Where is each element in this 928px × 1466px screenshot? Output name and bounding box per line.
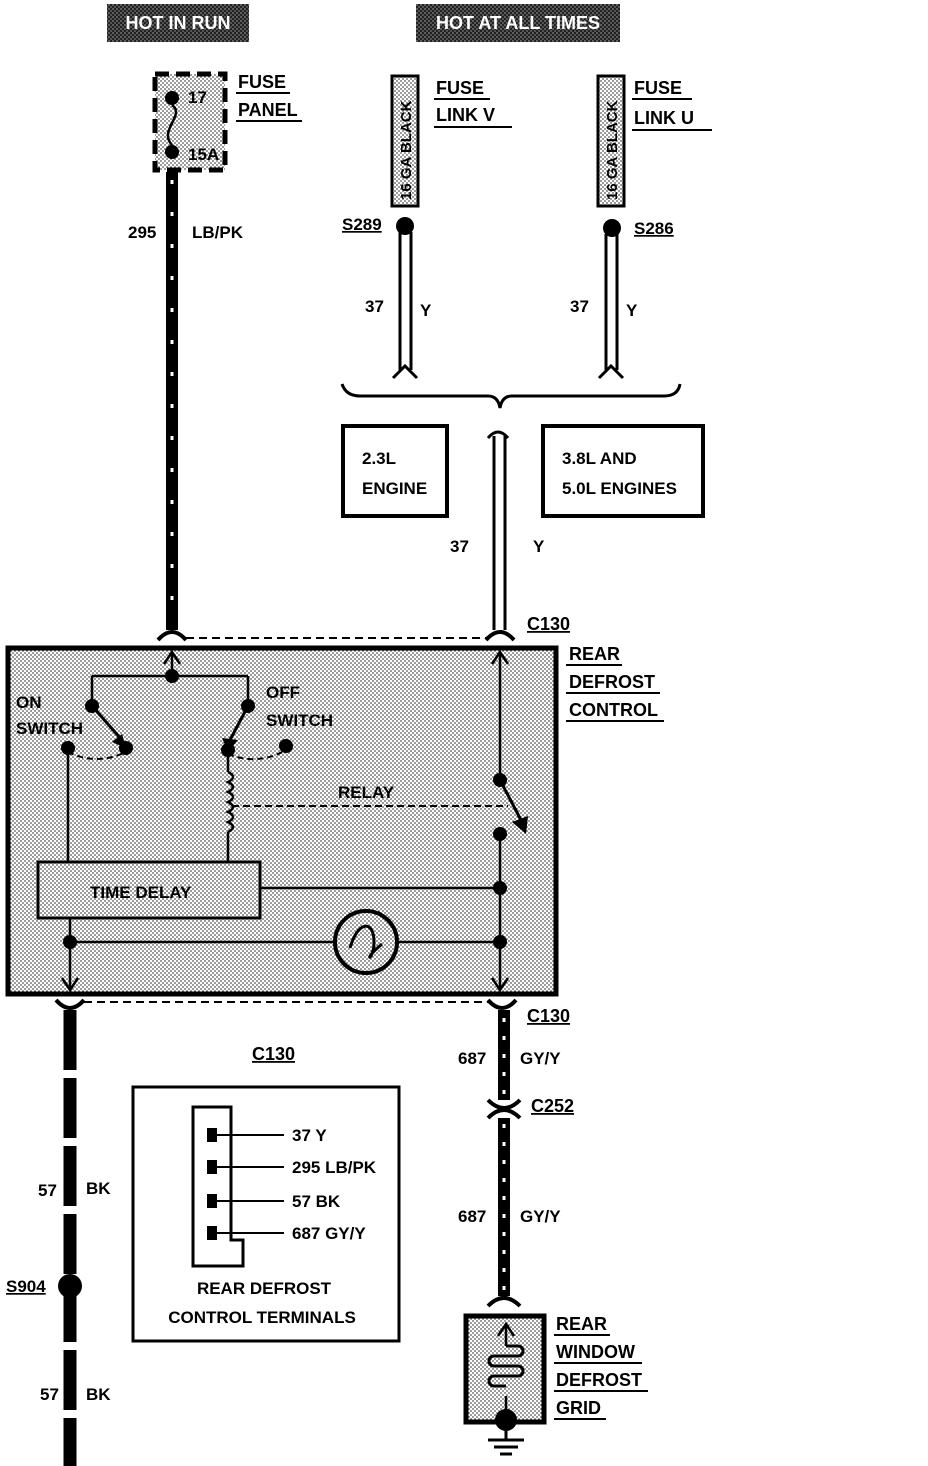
fuse-link-u-label-2: LINK U [634,108,694,128]
grid-label-1: REAR [556,1314,607,1334]
c130-terminals-inset: C130 37 Y 295 LB/PK 57 BK 687 GY/Y REAR … [131,1044,401,1343]
wire-57-lower-circuit: 57 [40,1385,59,1404]
wire-295: 295 LB/PK [128,172,244,630]
terminals-title: C130 [252,1044,295,1064]
hot-in-run-label: HOT IN RUN [126,13,231,33]
splice-s286-label: S286 [634,219,674,238]
rear-defrost-control: REAR DEFROST CONTROL ON SWITCH [5,644,664,997]
wire-37-main: 37 Y [450,430,545,630]
fuse-panel-label-2: PANEL [238,100,298,120]
engine-brace [340,383,682,409]
terminal-item: 37 Y [292,1126,327,1145]
wire-37-right-circuit: 37 [570,297,589,316]
relay-coil: RELAY [225,750,508,862]
wire-687: 687 GY/Y C252 687 GY/Y [458,1010,574,1308]
c130-top-label: C130 [527,614,570,634]
fuse-link-u-gauge: 16 GA BLACK [604,100,621,200]
wire-37-main-circuit: 37 [450,537,469,556]
engine-left-line1: 2.3L [362,449,396,468]
fuse-link-v-gauge: 16 GA BLACK [398,100,415,200]
on-switch-label-2: SWITCH [16,719,83,738]
indicator-lamp-icon [333,909,399,975]
fuse-element-icon [166,103,178,146]
fuse-link-u: 16 GA BLACK FUSE LINK U S286 37 Y [570,74,712,380]
grid-label-4: GRID [556,1398,601,1418]
engine-box-right: 3.8L AND 5.0L ENGINES [541,424,705,518]
engine-right-line2: 5.0L ENGINES [562,479,677,498]
wire-687-lower-color: GY/Y [520,1207,561,1226]
wire-37-left-circuit: 37 [365,297,384,316]
wire-687-upper-color: GY/Y [520,1049,561,1068]
wire-37-left-color: Y [420,301,432,320]
c130-bottom-label: C130 [527,1006,570,1026]
connector-c130-top: C130 [156,614,570,642]
time-delay-label: TIME DELAY [90,883,192,902]
wire-295-color: LB/PK [192,223,244,242]
wire-295-circuit: 295 [128,223,156,242]
on-switch-label-1: ON [16,693,42,712]
off-switch: OFF SWITCH [221,683,333,761]
splice-s904-label: S904 [6,1277,46,1296]
off-switch-label-2: SWITCH [266,711,333,730]
splice-s289-label: S289 [342,215,382,234]
terminals-caption-1: REAR DEFROST [197,1279,332,1298]
terminal-item: 687 GY/Y [292,1224,366,1243]
splice-s289 [396,217,414,235]
on-switch: ON SWITCH [16,693,133,760]
fuse-link-u-label-1: FUSE [634,78,682,98]
terminal-item: 295 LB/PK [292,1158,377,1177]
terminal-item: 57 BK [292,1192,341,1211]
rear-window-defrost-grid: REAR WINDOW DEFROST GRID [463,1313,648,1456]
control-label-2: DEFROST [569,672,655,692]
fuse-link-v: 16 GA BLACK FUSE LINK V S289 37 Y [342,74,512,380]
relay-label: RELAY [338,783,395,802]
engine-right-line1: 3.8L AND [562,449,637,468]
wire-687-lower-circuit: 687 [458,1207,486,1226]
grid-label-3: DEFROST [556,1370,642,1390]
heater-grid-icon [487,1344,525,1388]
control-label-1: REAR [569,644,620,664]
grid-label-2: WINDOW [556,1342,635,1362]
c252-label: C252 [531,1096,574,1116]
terminals-caption-2: CONTROL TERMINALS [168,1308,356,1327]
wire-687-upper-circuit: 687 [458,1049,486,1068]
fuse-terminal-bottom [165,145,179,159]
wire-37-right-color: Y [626,301,638,320]
off-switch-label-1: OFF [266,683,300,702]
fuse-panel: 17 15A FUSE PANEL [152,71,302,173]
fuse-pin-number: 17 [188,88,207,107]
connector-body-icon [191,1105,245,1268]
fuse-link-v-label-1: FUSE [436,78,484,98]
control-label-3: CONTROL [569,700,658,720]
engine-left-line2: ENGINE [362,479,427,498]
wire-57-upper-circuit: 57 [38,1181,57,1200]
fuse-terminal-top [165,91,179,105]
time-delay: TIME DELAY [36,860,500,920]
hot-at-all-times-label: HOT AT ALL TIMES [436,13,600,33]
engine-box-left: 2.3L ENGINE [341,424,449,518]
connector-c130-bottom: C130 [54,998,570,1026]
hot-at-all-times-banner: HOT AT ALL TIMES [416,4,620,42]
fuse-link-v-label-2: LINK V [436,105,495,125]
wire-57-upper-color: BK [86,1179,111,1198]
fuse-panel-label-1: FUSE [238,72,286,92]
wire-37-main-color: Y [533,537,545,556]
wire-57: 57 BK S904 57 BK [6,1010,111,1466]
splice-s286 [603,219,621,237]
wire-57-lower-color: BK [86,1385,111,1404]
hot-in-run-banner: HOT IN RUN [107,4,249,42]
fuse-rating: 15A [188,145,219,164]
splice-s904 [58,1274,82,1298]
